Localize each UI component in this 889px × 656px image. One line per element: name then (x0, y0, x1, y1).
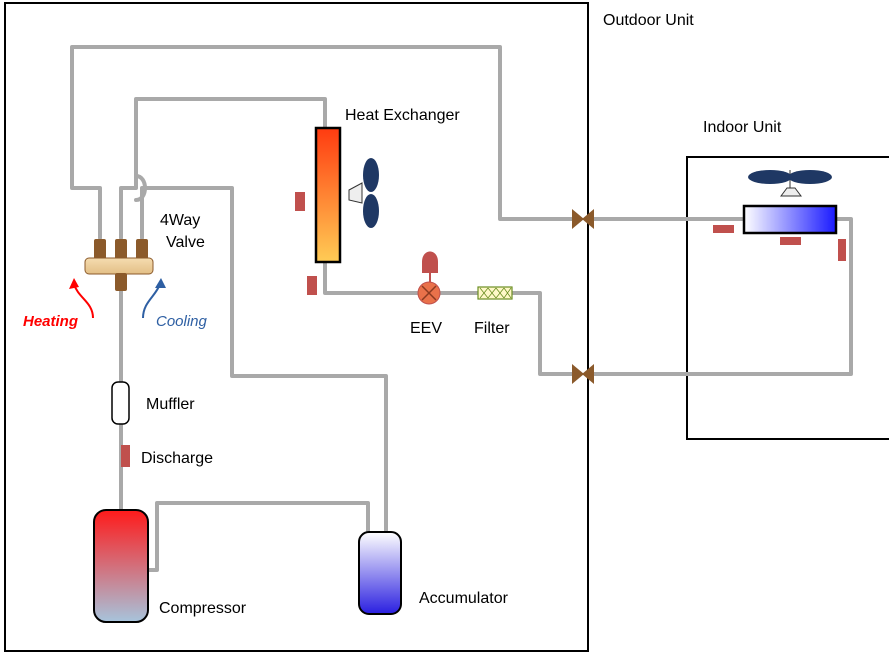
accumulator (358, 531, 402, 615)
sensor-heat-exchanger-out (307, 276, 317, 295)
outdoor-unit-box (4, 2, 589, 652)
refrigerant-pipes (70, 45, 853, 572)
accumulator-label: Accumulator (419, 590, 509, 607)
temperature-sensors (121, 192, 846, 467)
eev-icon (417, 251, 441, 305)
muffler (111, 381, 130, 425)
filter-label: Filter (474, 320, 510, 337)
indoor-coil (742, 204, 838, 235)
four-way-label: 4Way (160, 212, 200, 229)
cooling-arrowhead-icon (155, 278, 166, 288)
filter-icon (477, 286, 513, 300)
heating-label: Heating (23, 313, 78, 330)
discharge-label: Discharge (141, 450, 213, 467)
heat-exchanger (314, 126, 342, 264)
muffler-label: Muffler (146, 396, 195, 413)
four-way-valve (84, 239, 154, 291)
heat-exchanger-label: Heat Exchanger (345, 107, 460, 124)
sensor-heat-exchanger-mid (295, 192, 305, 211)
sensor-indoor-inlet (713, 225, 734, 233)
indoor-unit-label: Indoor Unit (703, 119, 782, 136)
compressor (93, 509, 149, 623)
service-valve-lower-icon (572, 364, 594, 384)
cooling-label: Cooling (156, 313, 208, 330)
outdoor-unit-label: Outdoor Unit (603, 12, 694, 29)
eev-label: EEV (410, 320, 442, 337)
heating-arrowhead-icon (69, 278, 79, 289)
sensor-indoor-mid (780, 237, 801, 245)
valve-label: Valve (166, 234, 205, 251)
indoor-unit-box (686, 156, 889, 440)
outdoor-fan-icon (348, 158, 379, 228)
sensor-indoor-outlet (838, 239, 846, 261)
indoor-fan-icon (748, 170, 832, 197)
sensor-discharge (121, 445, 130, 467)
service-valve-upper-icon (572, 209, 594, 229)
compressor-label: Compressor (159, 600, 247, 617)
